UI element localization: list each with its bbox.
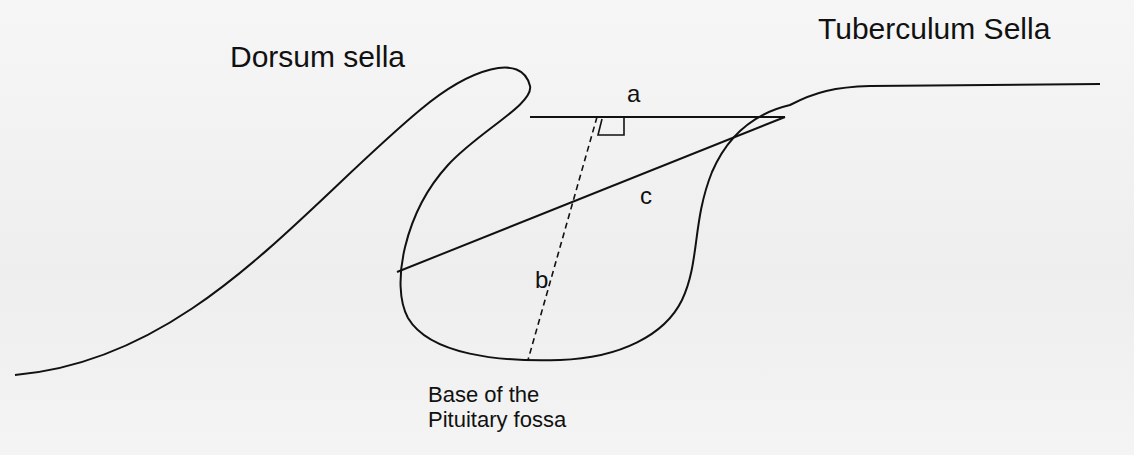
- bone-contour: [15, 68, 1100, 375]
- line-a: [530, 116, 785, 118]
- part-name: Base of the Pituitary fossa: [428, 382, 603, 433]
- dimension-letter: b: [535, 266, 548, 294]
- right-angle-mark: [598, 117, 624, 135]
- dimension-letter: c: [640, 182, 652, 210]
- part-name: Tuberculum Sella: [818, 12, 1050, 47]
- dimension-letter: a: [627, 80, 640, 108]
- part-name: Dorsum sella: [230, 40, 405, 75]
- line-b: [528, 117, 597, 360]
